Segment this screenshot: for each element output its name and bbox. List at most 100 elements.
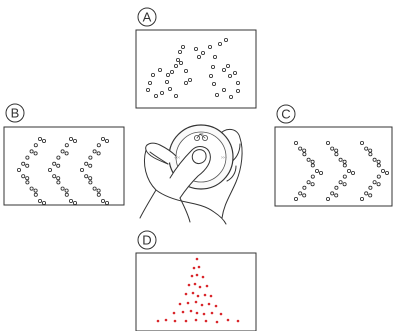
dot (64, 143, 69, 148)
dot (235, 81, 240, 86)
dot (29, 149, 34, 154)
dot (372, 180, 377, 185)
dot (202, 312, 206, 316)
dot (197, 265, 201, 269)
dot (165, 73, 170, 78)
dot (330, 146, 335, 151)
index-finger (145, 142, 177, 165)
dot (92, 149, 97, 154)
dot (21, 174, 26, 179)
dot (156, 319, 160, 323)
dot (92, 186, 97, 191)
dot (69, 198, 74, 203)
dot (310, 182, 315, 187)
dot (236, 319, 240, 323)
dot (88, 180, 93, 185)
dot (325, 196, 330, 201)
dot (60, 149, 65, 154)
dot (298, 191, 303, 196)
dot (342, 174, 347, 179)
panel-a: A (135, 7, 257, 109)
dot (330, 191, 335, 196)
dot (217, 42, 222, 47)
dot (153, 94, 158, 99)
dot (350, 170, 355, 175)
dot (25, 176, 30, 181)
dot (172, 311, 176, 315)
palm-crease (155, 189, 227, 225)
dot (178, 302, 182, 306)
dot (359, 196, 364, 201)
dot (69, 136, 74, 141)
dot (96, 143, 101, 148)
dot (33, 143, 38, 148)
dot (232, 71, 237, 76)
panel-d-dots (156, 257, 240, 324)
dot (25, 180, 30, 185)
dot (235, 89, 240, 94)
wrist-line (179, 197, 191, 223)
dot (310, 174, 315, 179)
dot (96, 188, 101, 193)
label-b: B (11, 106, 20, 121)
dot (181, 310, 185, 314)
dot (359, 140, 364, 145)
dot (178, 61, 183, 66)
dot (52, 161, 57, 166)
dot (84, 174, 89, 179)
dot (207, 45, 212, 50)
dot (198, 285, 202, 289)
dot (342, 159, 347, 164)
dot (298, 146, 303, 151)
hand-with-device: ‹‹‹ ››› (139, 124, 243, 225)
dot (64, 151, 69, 156)
dot (302, 193, 307, 198)
dot (73, 138, 78, 143)
dot (342, 163, 347, 168)
dot (38, 198, 43, 203)
dot (215, 320, 219, 324)
dot (52, 174, 57, 179)
dot (310, 163, 315, 168)
dot (196, 55, 201, 60)
dot (193, 47, 198, 52)
dot (105, 138, 110, 143)
dot (209, 294, 213, 298)
dot (88, 163, 93, 168)
dot (167, 87, 172, 92)
dot (192, 266, 196, 270)
dot (228, 95, 233, 100)
dot (338, 180, 343, 185)
dot (293, 196, 298, 201)
dot (221, 88, 226, 93)
index-finger-knuckle (149, 151, 169, 165)
dot (187, 283, 191, 287)
dot (189, 309, 193, 313)
dot (210, 65, 215, 70)
palm-left-edge (139, 149, 157, 219)
label-d-circle (137, 230, 157, 250)
label-d: D (142, 233, 151, 248)
dot (29, 186, 34, 191)
dot (177, 50, 182, 55)
dot (346, 168, 351, 173)
dot (173, 319, 177, 323)
dot (376, 182, 381, 187)
dot (56, 155, 61, 160)
dot (384, 170, 389, 175)
dot (376, 163, 381, 168)
dot (88, 155, 93, 160)
dot (376, 159, 381, 164)
dot (376, 174, 381, 179)
panel-b-frame (3, 126, 125, 206)
label-a: A (143, 10, 152, 25)
dot (306, 157, 311, 162)
dot (318, 170, 323, 175)
dot (302, 185, 307, 190)
dot (195, 257, 199, 261)
dot (190, 274, 194, 278)
right-swipe-symbol: ››› (221, 155, 227, 161)
dot (314, 168, 319, 173)
dot (183, 69, 188, 74)
dot (226, 318, 230, 322)
